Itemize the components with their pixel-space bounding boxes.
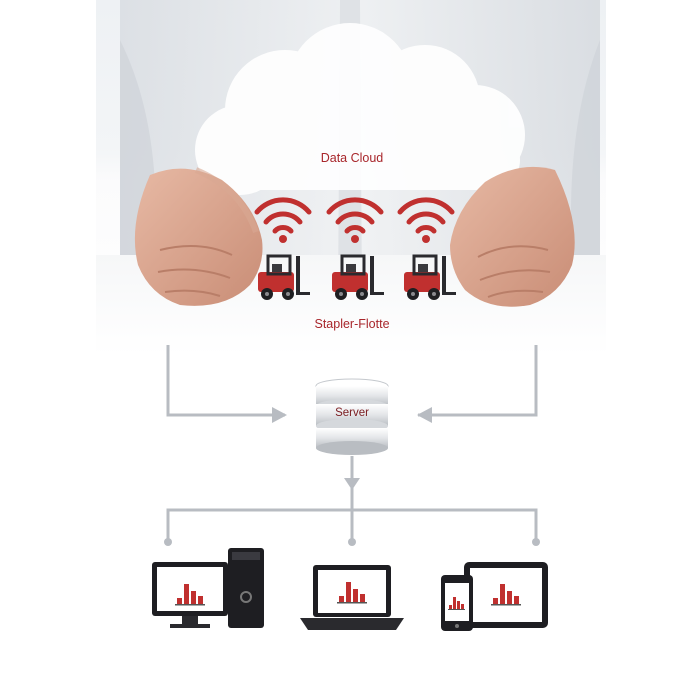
laptop-icon — [300, 565, 404, 630]
forklift-icon — [258, 254, 310, 300]
server-label: Server — [335, 407, 369, 419]
bar-chart-icon — [337, 582, 367, 604]
tablet-icon — [464, 562, 548, 628]
arrow-right-in — [417, 407, 432, 423]
bar-chart-icon — [448, 597, 465, 610]
connector-lines-bottom — [166, 456, 538, 540]
data-cloud — [195, 23, 525, 195]
forklift-icon — [332, 254, 384, 300]
right-sleeve — [570, 40, 600, 300]
bar-chart-icon — [491, 584, 521, 606]
forklift-icon — [404, 254, 456, 300]
bar-chart-icon — [175, 584, 205, 606]
right-hand — [450, 166, 575, 307]
connector-lines-top — [166, 345, 538, 417]
server-icon — [315, 378, 389, 455]
node-dot — [348, 538, 356, 546]
left-hand — [134, 167, 263, 306]
arrow-down-out — [344, 478, 360, 490]
forklift-fleet-label: Stapler-Flotte — [314, 317, 390, 331]
wifi-icon — [397, 197, 455, 243]
node-dot — [164, 538, 172, 546]
node-dot — [532, 538, 540, 546]
data-cloud-label: Data Cloud — [320, 151, 384, 165]
wifi-icon — [326, 197, 384, 243]
wifi-icon — [254, 197, 312, 243]
desktop-computer-icon — [152, 548, 264, 628]
arrow-left-in — [272, 407, 287, 423]
